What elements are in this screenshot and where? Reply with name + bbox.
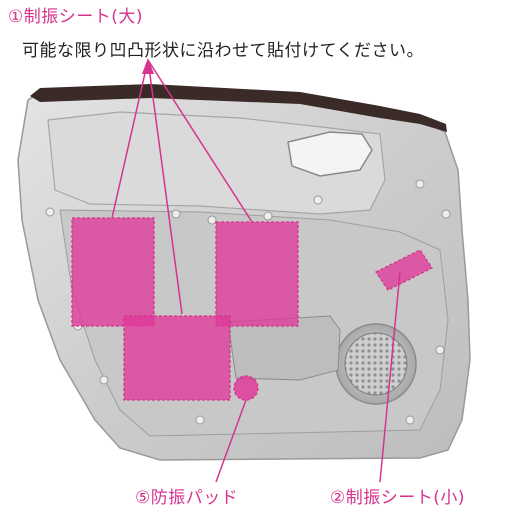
anti-vibration-pad (233, 375, 259, 401)
door-module-box (227, 315, 341, 381)
large-sheet-left (71, 217, 155, 327)
large-sheet-right (215, 221, 299, 327)
large-sheet-lower (123, 315, 231, 401)
upper-panel-recess (47, 111, 386, 215)
leader-arrowhead (142, 58, 154, 74)
small-damping-sheet-label: ②制振シート(小) (330, 488, 466, 508)
small-sheet (375, 249, 433, 291)
instruction-text: 可能な限り凹凸形状に沿わせて貼付けてください。 (22, 41, 424, 61)
large-damping-sheet-label: ①制振シート(大) (8, 7, 144, 27)
anti-vibration-pad-label: ⑤防振パッド (135, 488, 239, 508)
door-handle-recess (287, 131, 373, 177)
speaker-grille (344, 332, 408, 396)
leader-lines (111, 59, 401, 483)
window-trim-strip (30, 84, 447, 132)
